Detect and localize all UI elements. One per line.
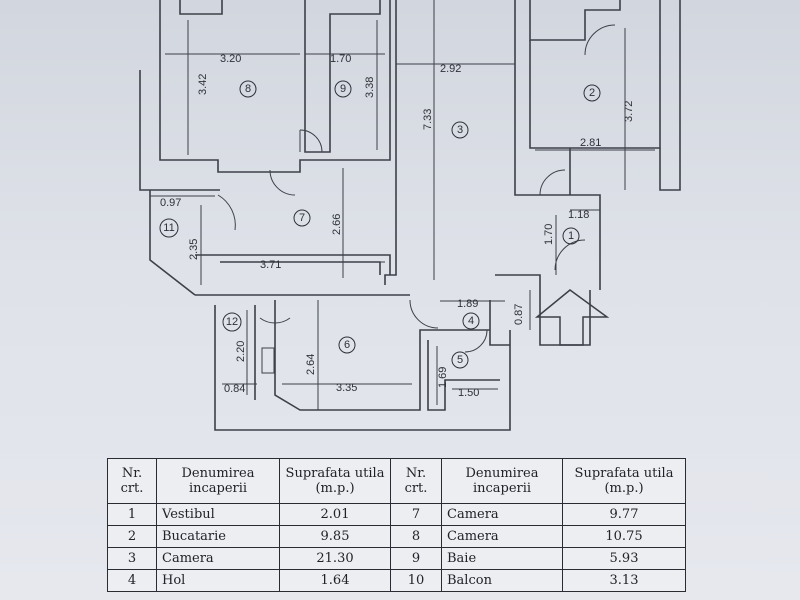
dim-label: 1.70: [543, 224, 555, 245]
dim-label: 2.81: [580, 137, 601, 149]
row-name: Baie: [441, 547, 563, 570]
room-number: 4: [468, 315, 474, 327]
dim-label: 2.35: [188, 239, 200, 260]
header-nr: Nr. crt.: [390, 458, 442, 504]
row-area: 2.01: [279, 503, 391, 526]
row-nr: 3: [107, 547, 157, 570]
table-header-row: Nr. crt. Denumirea incaperii Suprafata u…: [107, 458, 686, 504]
row-area: 9.85: [279, 525, 391, 548]
dim-label: 3.38: [364, 77, 376, 98]
row-name: Camera: [441, 525, 563, 548]
dim-label: 1.69: [437, 367, 449, 388]
row-area: 5.93: [562, 547, 686, 570]
dim-label: 2.64: [305, 354, 317, 375]
table-row: 1 Vestibul 2.01 7 Camera 9.77: [107, 503, 686, 526]
dimension-labels: 3.20 1.70 2.92 3.42 3.38 7.33 3.72 2.81 …: [160, 53, 635, 399]
dimension-lines: [150, 0, 655, 410]
header-name: Denumirea incaperii: [156, 458, 280, 504]
row-name: Hol: [156, 569, 280, 592]
entrance-arrow-icon: [534, 289, 610, 346]
room-number: 5: [457, 354, 463, 366]
row-nr: 1: [107, 503, 157, 526]
dim-label: 7.33: [422, 109, 434, 130]
header-name: Denumirea incaperii: [441, 458, 563, 504]
room-number: 8: [245, 83, 251, 95]
row-nr: 10: [390, 569, 442, 592]
row-area: 10.75: [562, 525, 686, 548]
row-name: Balcon: [441, 569, 563, 592]
dim-label: 2.20: [235, 341, 247, 362]
dim-label: 3.71: [260, 259, 281, 271]
floor-plan-drawing: 3.20 1.70 2.92 3.42 3.38 7.33 3.72 2.81 …: [139, 0, 681, 431]
doors: [217, 24, 616, 353]
row-name: Camera: [156, 547, 280, 570]
row-name: Vestibul: [156, 503, 280, 526]
table-row: 3 Camera 21.30 9 Baie 5.93: [107, 547, 686, 570]
room-number: 6: [344, 339, 350, 351]
dim-label: 1.18: [568, 209, 589, 221]
dim-label: 1.70: [330, 53, 351, 65]
area-table: Nr. crt. Denumirea incaperii Suprafata u…: [107, 458, 686, 592]
window-icon: [261, 347, 275, 374]
dim-label: 3.72: [623, 101, 635, 122]
dim-label: 0.97: [160, 197, 181, 209]
row-nr: 9: [390, 547, 442, 570]
room-number: 9: [340, 83, 346, 95]
table-row: 4 Hol 1.64 10 Balcon 3.13: [107, 569, 686, 592]
dim-label: 0.84: [224, 383, 245, 395]
row-area: 9.77: [562, 503, 686, 526]
row-area: 1.64: [279, 569, 391, 592]
room-number: 2: [589, 87, 595, 99]
dim-label: 3.20: [220, 53, 241, 65]
dim-label: 1.89: [457, 298, 478, 310]
dim-label: 2.92: [440, 63, 461, 75]
dim-label: 1.50: [458, 387, 479, 399]
room-markers: 1 2 3 4 5 6 7 8 9 11 12: [159, 80, 601, 369]
row-name: Bucatarie: [156, 525, 280, 548]
dim-label: 0.87: [513, 304, 525, 325]
room-number: 7: [299, 212, 305, 224]
table-row: 2 Bucatarie 9.85 8 Camera 10.75: [107, 525, 686, 548]
row-area: 3.13: [562, 569, 686, 592]
dim-label: 2.66: [331, 214, 343, 235]
room-number: 1: [568, 230, 574, 242]
header-area: Suprafata utila (m.p.): [279, 458, 391, 504]
row-nr: 7: [390, 503, 442, 526]
dim-label: 3.42: [197, 74, 209, 95]
row-nr: 4: [107, 569, 157, 592]
room-number: 3: [457, 124, 463, 136]
room-number: 12: [226, 316, 238, 328]
header-nr: Nr. crt.: [107, 458, 157, 504]
row-nr: 8: [390, 525, 442, 548]
row-area: 21.30: [279, 547, 391, 570]
row-name: Camera: [441, 503, 563, 526]
room-number: 11: [163, 222, 174, 234]
dim-label: 3.35: [336, 382, 357, 394]
row-nr: 2: [107, 525, 157, 548]
header-area: Suprafata utila (m.p.): [562, 458, 686, 504]
